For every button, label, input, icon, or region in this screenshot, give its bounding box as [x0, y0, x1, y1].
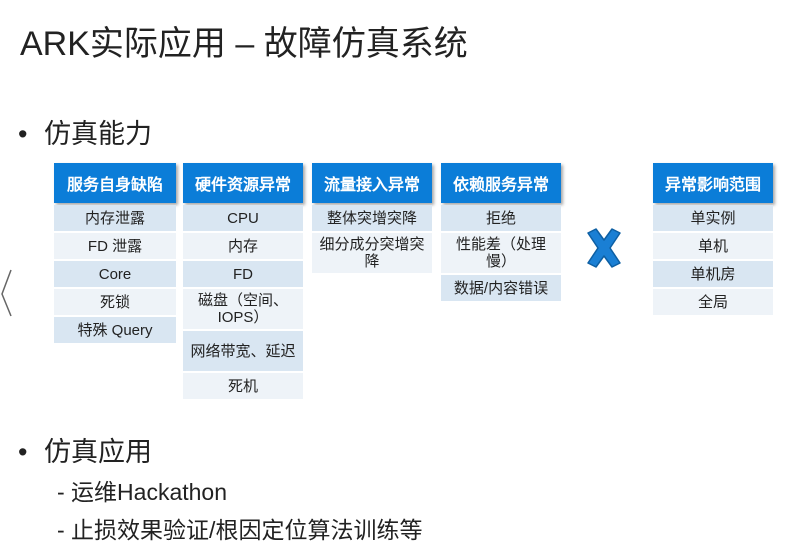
edge-decoration: [1, 269, 12, 317]
column-impact-scope: 异常影响范围 单实例 单机 单机房 全局: [653, 163, 773, 315]
table-cell: 磁盘（空间、IOPS）: [183, 289, 303, 329]
bullet-dot: •: [18, 437, 28, 467]
table-cell: 拒绝: [441, 205, 561, 231]
table-cell: Core: [54, 261, 176, 287]
table-cell: 单实例: [653, 205, 773, 231]
bullet-label: 仿真应用: [44, 437, 152, 467]
table-cell: 内存: [183, 233, 303, 259]
table-cell: 死锁: [54, 289, 176, 315]
bullet-label: 仿真能力: [44, 119, 152, 149]
table-cell: 细分成分突增突降: [312, 233, 432, 273]
table-cell: 单机: [653, 233, 773, 259]
table-cell: 内存泄露: [54, 205, 176, 231]
bullet-dot: •: [18, 119, 28, 149]
table-cell: 数据/内容错误: [441, 275, 561, 301]
bullet-simulation-application: • 仿真应用: [18, 430, 152, 469]
column-header: 服务自身缺陷: [54, 163, 176, 203]
column-dependency-anomaly: 依赖服务异常 拒绝 性能差（处理慢） 数据/内容错误: [441, 163, 561, 301]
table-cell: FD: [183, 261, 303, 287]
column-header: 流量接入异常: [312, 163, 432, 203]
column-service-defects: 服务自身缺陷 内存泄露 FD 泄露 Core 死锁 特殊 Query: [54, 163, 176, 343]
column-hardware-anomaly: 硬件资源异常 CPU 内存 FD 磁盘（空间、IOPS） 网络带宽、延迟 死机: [183, 163, 303, 399]
table-cell: 性能差（处理慢）: [441, 233, 561, 273]
table-cell: 整体突增突降: [312, 205, 432, 231]
sub-item-validation: - 止损效果验证/根因定位算法训练等: [57, 517, 423, 543]
sub-item-hackathon: - 运维Hackathon: [57, 479, 228, 505]
table-cell: 死机: [183, 373, 303, 399]
column-traffic-anomaly: 流量接入异常 整体突增突降 细分成分突增突降: [312, 163, 432, 273]
table-cell: 全局: [653, 289, 773, 315]
slide-title: ARK实际应用 – 故障仿真系统: [20, 25, 468, 63]
table-cell: 单机房: [653, 261, 773, 287]
table-cell: 网络带宽、延迟: [183, 331, 303, 371]
table-cell: FD 泄露: [54, 233, 176, 259]
table-cell: CPU: [183, 205, 303, 231]
bullet-simulation-capability: • 仿真能力: [18, 112, 152, 151]
column-header: 依赖服务异常: [441, 163, 561, 203]
column-header: 硬件资源异常: [183, 163, 303, 203]
table-cell: 特殊 Query: [54, 317, 176, 343]
column-header: 异常影响范围: [653, 163, 773, 203]
multiply-icon: [587, 228, 621, 268]
